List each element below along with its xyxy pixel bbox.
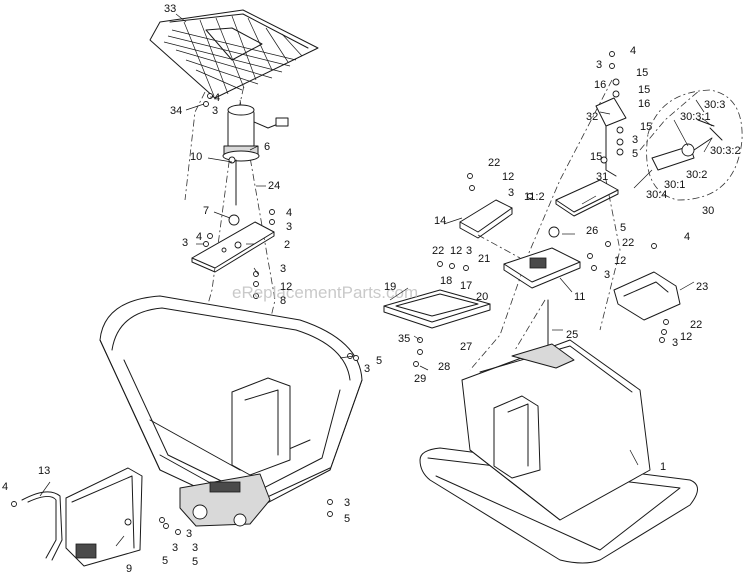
callout-10: 10 [190, 151, 202, 163]
callout-28: 28 [438, 361, 450, 373]
callout-5e: 5 [632, 148, 638, 160]
callout-4f: 4 [684, 231, 690, 243]
callout-4d: 4 [2, 481, 8, 493]
callout-34: 34 [170, 105, 182, 117]
callout-3n: 3 [604, 269, 610, 281]
callout-5f: 5 [620, 222, 626, 234]
callout-15d: 15 [590, 151, 602, 163]
motor-mount-plate [191, 221, 275, 273]
callout-3e: 3 [364, 363, 370, 375]
right-bracket [613, 271, 681, 321]
callout-3f: 3 [172, 542, 178, 554]
callout-19: 19 [384, 281, 396, 293]
callout-9: 9 [126, 563, 132, 575]
callout-35: 35 [398, 333, 410, 345]
callout-3b: 3 [286, 221, 292, 233]
callout-32: 32 [586, 111, 598, 123]
callout-7: 7 [203, 205, 209, 217]
callout-30-4: 30:4 [646, 189, 667, 201]
callout-30-3-1: 30:3:1 [680, 111, 711, 123]
watermark-text: eReplacementParts.com [232, 283, 418, 302]
linkage-frame [383, 289, 491, 329]
callout-5c: 5 [192, 556, 198, 568]
callout-15c: 15 [640, 121, 652, 133]
leader-lines [39, 13, 713, 547]
callout-21: 21 [478, 253, 490, 265]
callout-3g: 3 [186, 528, 192, 540]
lever-bracket [595, 97, 627, 177]
callout-31: 31 [596, 171, 608, 183]
callout-12e: 12 [680, 331, 692, 343]
callout-12b: 12 [502, 171, 514, 183]
fastener-hardware [11, 51, 669, 535]
callout-13: 13 [38, 465, 50, 477]
deflector-handle [21, 491, 63, 561]
callout-4b: 4 [286, 207, 292, 219]
callout-11: 11 [574, 291, 585, 303]
callout-3i: 3 [344, 497, 350, 509]
callout-33: 33 [164, 3, 176, 15]
callout-3d: 3 [280, 263, 286, 275]
callout-3k: 3 [632, 134, 638, 146]
callout-6: 6 [264, 141, 270, 153]
callout-30-2: 30:2 [686, 169, 707, 181]
callout-5b: 5 [162, 555, 168, 567]
callout-5a: 5 [376, 355, 382, 367]
callout-12a: 12 [280, 281, 292, 293]
base-housing [419, 339, 698, 564]
callout-25: 25 [566, 329, 578, 341]
center-mount-plate [503, 247, 581, 346]
callout-24: 24 [268, 180, 280, 192]
callout-14: 14 [434, 215, 446, 227]
gate-plate [555, 179, 619, 217]
callout-3o: 3 [672, 337, 678, 349]
callout-8: 8 [280, 295, 286, 307]
callout-20: 20 [476, 291, 488, 303]
gearbox-assembly [179, 473, 271, 527]
callout-3m: 3 [466, 245, 472, 257]
actuator-assembly [646, 89, 743, 201]
callout-4a: 4 [214, 92, 220, 104]
callout-30-3: 30:3 [704, 99, 725, 111]
callout-22a: 22 [488, 157, 500, 169]
callout-4c: 4 [196, 231, 202, 243]
callout-26: 26 [586, 225, 598, 237]
callout-15b: 15 [638, 84, 650, 96]
spread-deflector [65, 467, 143, 567]
callout-17: 17 [460, 280, 472, 292]
callout-22b: 22 [622, 237, 634, 249]
callout-5d: 5 [344, 513, 350, 525]
callout-18: 18 [440, 275, 452, 287]
spinner-motor [222, 104, 289, 206]
callout-12d: 12 [614, 255, 626, 267]
callout-30-1: 30:1 [664, 179, 685, 191]
callout-30: 30 [702, 205, 714, 217]
callout-3h: 3 [192, 542, 198, 554]
callout-3l: 3 [508, 187, 514, 199]
callout-16a: 16 [594, 79, 606, 91]
callout-27: 27 [460, 341, 472, 353]
hopper-bin [99, 295, 363, 513]
callout-1: 1 [660, 461, 666, 473]
callout-3j: 3 [596, 59, 602, 71]
callout-29: 29 [414, 373, 426, 385]
callout-16b: 16 [638, 98, 650, 110]
callout-22c: 22 [432, 245, 444, 257]
callout-30-3-2: 30:3:2 [710, 145, 741, 157]
callout-12c: 12 [450, 245, 462, 257]
callout-22d: 22 [690, 319, 702, 331]
perforated-screen-plate [149, 9, 319, 99]
side-bracket [459, 199, 513, 239]
callout-3c: 3 [182, 237, 188, 249]
callout-15a: 15 [636, 67, 648, 79]
callout-4e: 4 [630, 45, 636, 57]
callout-2: 2 [284, 239, 290, 251]
callout-3a: 3 [212, 105, 218, 117]
callout-23: 23 [696, 281, 708, 293]
callout-11-2: 11:2 [524, 191, 545, 203]
perforation-holes [163, 15, 303, 97]
